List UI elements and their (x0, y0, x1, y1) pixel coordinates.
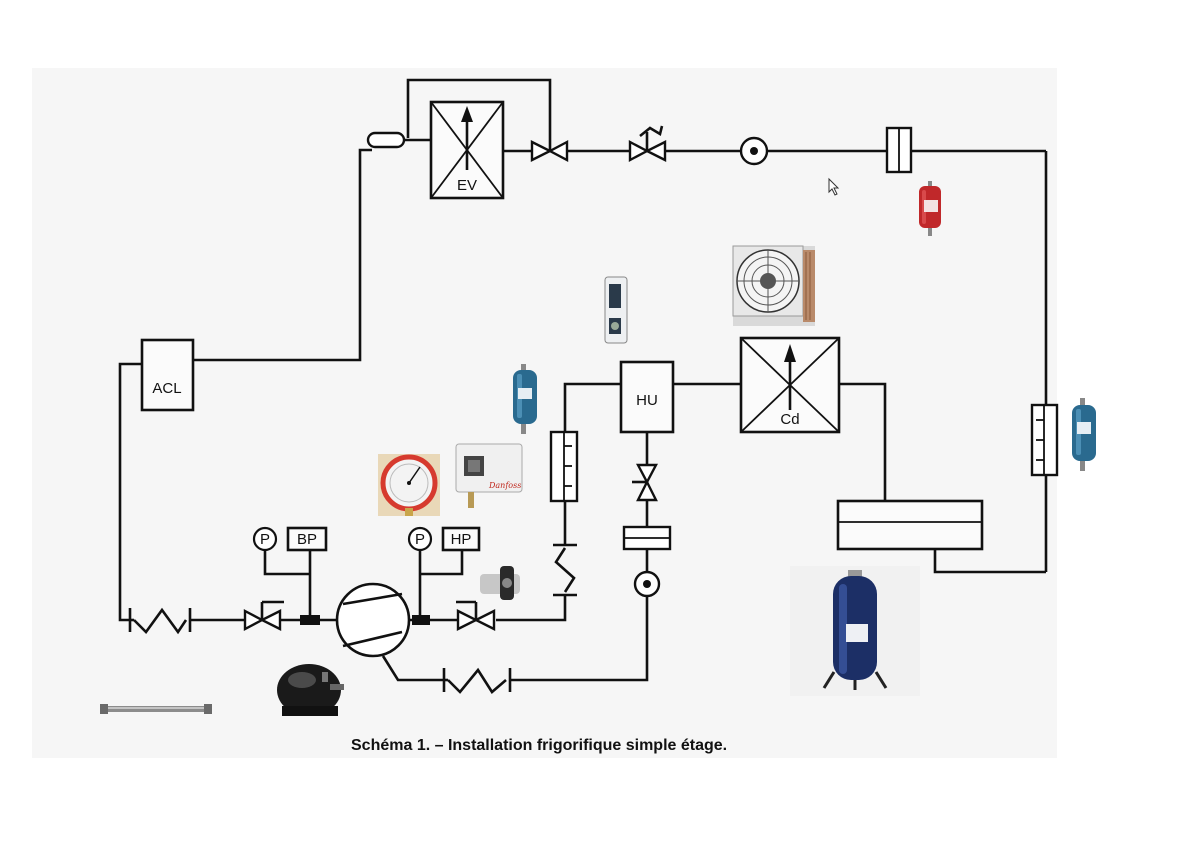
vibration-absorber-bottom (442, 667, 512, 694)
oil-separator: HU (619, 360, 675, 434)
compressor (335, 582, 411, 658)
liquid-receiver-photo (790, 566, 920, 696)
suction-valve (243, 600, 284, 631)
pipe-network (118, 78, 1048, 682)
sight-glass-bottom (633, 570, 661, 598)
condenser: Cd (739, 336, 841, 434)
low-pressure-switch: BP (286, 526, 328, 552)
filter-drier-blue-photo-right (1072, 398, 1096, 471)
oil-separator-label: HU (636, 392, 658, 409)
liquid-receiver (836, 499, 984, 551)
diagram-caption: Schéma 1. – Installation frigorifique si… (351, 737, 727, 754)
gauge-icon (378, 454, 440, 516)
filter-drier-top (885, 126, 913, 174)
gauge-low-label: P (260, 531, 270, 548)
pressure-switch-brand: Danfoss (488, 481, 521, 490)
evaporator: EV (429, 100, 505, 200)
solenoid-valve (628, 125, 667, 162)
oil-return-valve (632, 463, 658, 502)
thermostatic-bulb (366, 131, 406, 149)
sight-glass-top (739, 136, 769, 166)
discharge-valve (456, 600, 496, 631)
accumulator-label: ACL (152, 380, 181, 397)
compressor-icon (277, 664, 344, 716)
cursor-arrow-icon (828, 177, 840, 196)
vibration-absorber-discharge (553, 543, 577, 597)
pressure-switch-photo: Danfoss (455, 443, 523, 508)
filter-drier-right (1030, 403, 1059, 477)
high-pressure-switch: HP (441, 526, 481, 552)
condenser-label: Cd (780, 411, 799, 428)
hp-label: HP (451, 531, 472, 548)
bp-label: BP (297, 531, 317, 548)
filter-drier-blue-photo-mid (513, 364, 537, 434)
evaporator-label: EV (457, 177, 477, 194)
filter-drier-red-photo (919, 181, 941, 236)
flexible-hose-photo (100, 704, 212, 714)
controller-photo (604, 276, 628, 344)
vibration-absorber-suction (128, 607, 192, 635)
discharge-tap-fitting (412, 615, 430, 625)
filter-drier-discharge (549, 430, 579, 503)
sight-glass-photo (480, 566, 520, 600)
low-pressure-gauge: P (252, 526, 278, 552)
suction-tap-fitting (300, 615, 320, 625)
fan-icon (732, 245, 815, 326)
expansion-valve (530, 140, 569, 162)
high-pressure-gauge: P (407, 526, 433, 552)
gauge-high-label: P (415, 531, 425, 548)
oil-return-filter (622, 525, 672, 551)
accumulator: ACL (140, 338, 195, 412)
